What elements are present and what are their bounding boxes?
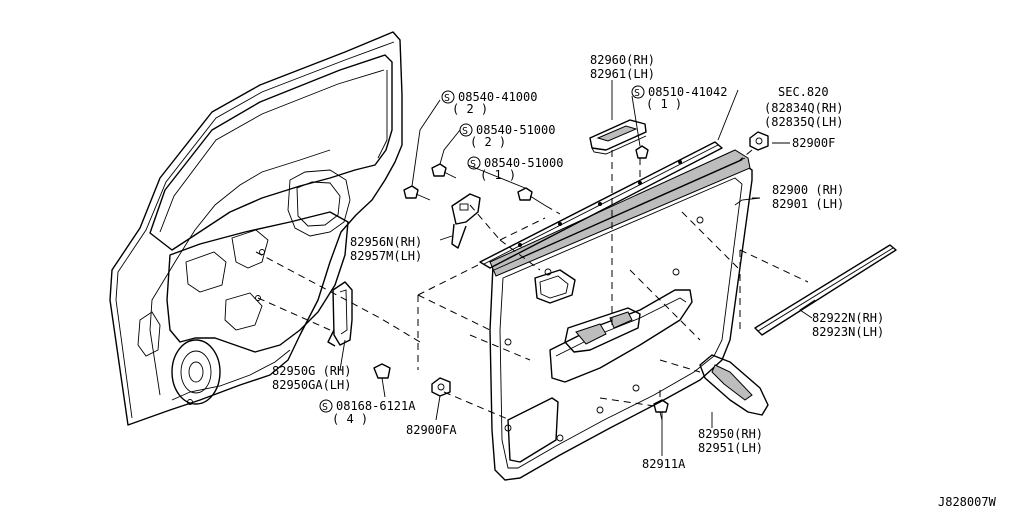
label-08540-41000-part: 08540-41000 bbox=[458, 90, 537, 104]
label-82911A: 82911A bbox=[642, 457, 686, 471]
circled-s-letter: S bbox=[634, 88, 640, 99]
clip-82900F bbox=[749, 131, 769, 151]
label-82950: 82950(RH) bbox=[698, 427, 763, 441]
label-08168-6121A-qty: ( 4 ) bbox=[332, 412, 368, 426]
diagram-code: J828007W bbox=[938, 495, 997, 509]
label-82960: 82960(RH) bbox=[590, 53, 655, 67]
label-82923N: 82923N(LH) bbox=[812, 325, 884, 339]
label-82922N: 82922N(RH) bbox=[812, 311, 884, 325]
circled-s-letter: S bbox=[470, 159, 476, 170]
label-08510-41042-part: 08510-41042 bbox=[648, 85, 727, 99]
door-inner-panel bbox=[109, 31, 403, 426]
screw-82911A bbox=[653, 399, 669, 421]
label-82950GA: 82950GA(LH) bbox=[272, 378, 351, 392]
circled-s-letter: S bbox=[462, 126, 468, 137]
label-82900: 82900 (RH) bbox=[772, 183, 844, 197]
label-82956N: 82956N(RH) bbox=[350, 235, 422, 249]
belt-moulding bbox=[754, 244, 897, 336]
label-08540-41000: S 08540-41000 ( 2 ) bbox=[441, 90, 537, 116]
circled-s-icon bbox=[631, 85, 645, 99]
screw-08540-41000 bbox=[403, 185, 431, 201]
window-seal-strip bbox=[479, 141, 723, 269]
circled-s-letter: S bbox=[322, 402, 328, 413]
label-08540-51000-b-qty: ( 1 ) bbox=[480, 168, 516, 182]
label-08540-51000-a: S 08540-51000 ( 2 ) bbox=[459, 123, 555, 149]
door-trim-panel bbox=[489, 149, 753, 481]
label-08168-6121A-part: 08168-6121A bbox=[336, 399, 416, 413]
label-08540-51000-a-qty: ( 2 ) bbox=[470, 135, 506, 149]
label-82834Q: (82834Q(RH) bbox=[764, 101, 843, 115]
screw-08540-51000-b bbox=[517, 187, 547, 207]
armrest bbox=[699, 354, 769, 416]
label-08540-51000-b-part: 08540-51000 bbox=[484, 156, 563, 170]
trim-bracket bbox=[451, 193, 481, 249]
screw-08510-41042 bbox=[635, 145, 649, 159]
label-08510-41042: S 08510-41042 ( 1 ) bbox=[631, 85, 727, 111]
circled-s-icon bbox=[441, 90, 455, 104]
power-window-switch bbox=[589, 119, 647, 155]
circled-s-letter: S bbox=[444, 93, 450, 104]
screw-08540-51000-a bbox=[431, 163, 457, 179]
label-82900FA: 82900FA bbox=[406, 423, 457, 437]
circled-s-icon bbox=[459, 123, 473, 137]
label-08540-51000-a-part: 08540-51000 bbox=[476, 123, 555, 137]
label-82957M: 82957M(LH) bbox=[350, 249, 422, 263]
pull-handle-bracket bbox=[327, 281, 353, 347]
label-82950G: 82950G (RH) bbox=[272, 364, 351, 378]
label-08540-51000-b: S 08540-51000 ( 1 ) bbox=[467, 156, 563, 182]
circled-s-icon bbox=[319, 399, 333, 413]
circled-s-icon bbox=[467, 156, 481, 170]
label-08168-6121A: S 08168-6121A ( 4 ) bbox=[319, 399, 416, 426]
screw-08168-6121A bbox=[373, 363, 391, 379]
label-82901: 82901 (LH) bbox=[772, 197, 844, 211]
assembly-lines bbox=[255, 149, 809, 421]
label-82835Q: (82835Q(LH) bbox=[764, 115, 843, 129]
label-sec-820: SEC.820 bbox=[778, 85, 829, 99]
label-08510-41042-qty: ( 1 ) bbox=[646, 97, 682, 111]
label-82961: 82961(LH) bbox=[590, 67, 655, 81]
leader-lines bbox=[339, 80, 816, 456]
label-82900F: 82900F bbox=[792, 136, 835, 150]
label-08540-41000-qty: ( 2 ) bbox=[452, 102, 488, 116]
label-82951: 82951(LH) bbox=[698, 441, 763, 455]
clip-82900FA bbox=[431, 377, 451, 397]
